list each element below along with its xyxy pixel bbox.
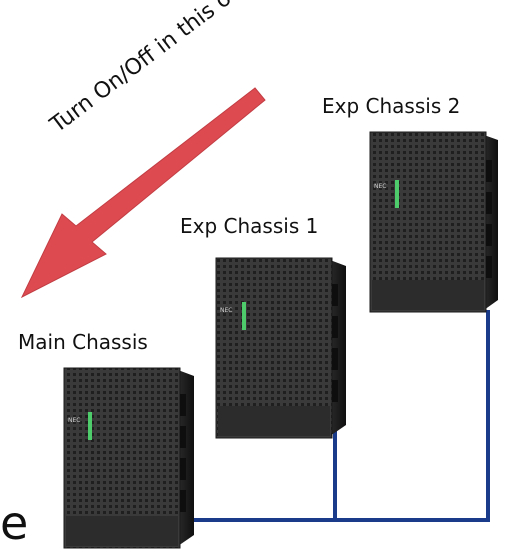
main-chassis: NEC (63, 367, 194, 549)
exp-chassis-1: NEC (215, 257, 346, 439)
exp-chassis-1-label: Exp Chassis 1 (180, 214, 319, 238)
main-chassis-label: Main Chassis (18, 330, 148, 354)
stray-text: e (0, 496, 29, 550)
order-arrow (20, 87, 266, 299)
exp-chassis-2-label: Exp Chassis 2 (322, 94, 461, 118)
nec-logo: NEC (374, 183, 386, 190)
connection-cables (190, 310, 490, 522)
nec-logo: NEC (68, 417, 80, 424)
exp-chassis-2: NEC (369, 131, 498, 313)
nec-logo: NEC (220, 307, 232, 314)
